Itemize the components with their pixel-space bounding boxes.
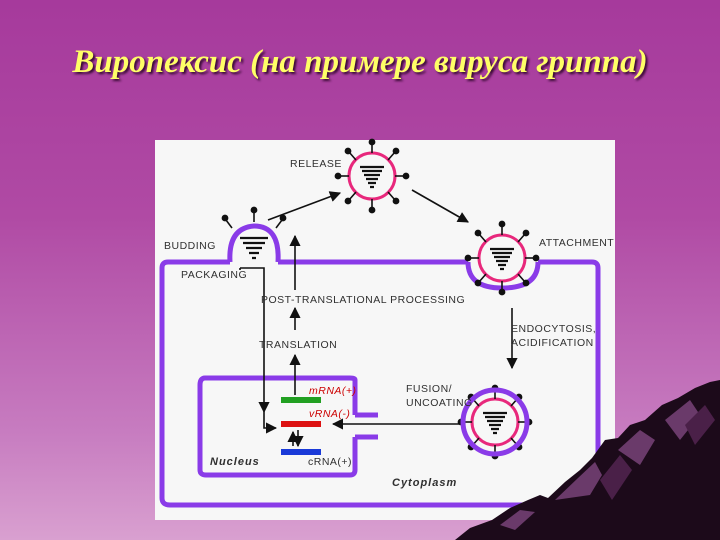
nucleus-membrane — [197, 375, 358, 478]
label-nucleus: Nucleus — [210, 456, 260, 468]
label-mrna: mRNA(+) — [309, 385, 357, 397]
label-cytoplasm: Cytoplasm — [392, 477, 458, 489]
label-acidification: ACIDIFICATION — [511, 337, 594, 349]
cycle-arrows — [240, 189, 518, 448]
label-release: RELEASE — [290, 158, 342, 170]
label-crna: cRNA(+) — [308, 456, 353, 468]
label-endocytosis: ENDOCYTOSIS, — [511, 323, 597, 335]
mrna-bar — [281, 397, 321, 403]
vrna-bar — [281, 421, 321, 427]
slide-title: Виропексис (на примере вируса гриппа) — [72, 44, 648, 80]
label-post-translational: POST-TRANSLATIONAL PROCESSING — [261, 294, 466, 306]
diagram-background — [155, 140, 615, 520]
label-vrna: vRNA(-) — [309, 408, 351, 420]
label-translation: TRANSLATION — [259, 339, 338, 351]
label-budding: BUDDING — [164, 240, 216, 252]
label-packaging: PACKAGING — [181, 269, 248, 281]
label-attachment: ATTACHMENT — [539, 237, 615, 249]
budding-spikes — [221, 206, 287, 229]
endosome-vesicle — [460, 387, 530, 457]
crna-bar — [281, 449, 321, 455]
label-uncoating: UNCOATING — [406, 397, 473, 409]
cell-membrane — [159, 259, 601, 508]
budding-membrane — [227, 223, 281, 263]
label-fusion: FUSION/ — [406, 383, 453, 395]
